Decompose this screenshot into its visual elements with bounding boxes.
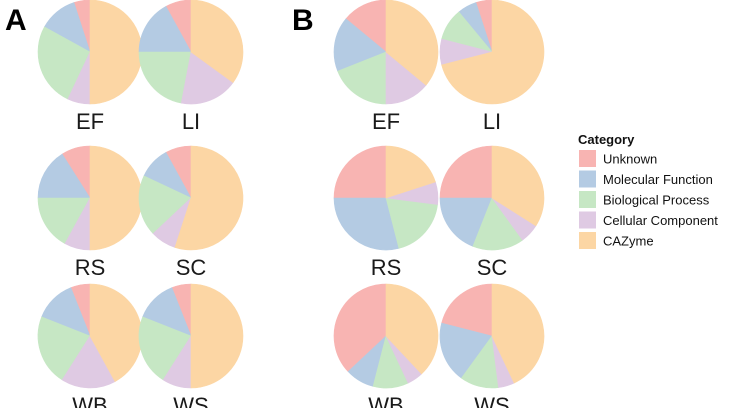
legend-label: Cellular Component <box>603 213 718 228</box>
slice-cazyme <box>190 0 244 83</box>
slice-cazyme <box>89 0 143 105</box>
legend-label: Molecular Function <box>603 172 713 187</box>
pie-a-li: LI <box>138 0 244 134</box>
pie-label: RS <box>75 255 106 280</box>
slice-molecular-function <box>439 322 493 379</box>
pie-label: WS <box>173 393 208 408</box>
slice-cazyme <box>190 283 244 389</box>
pie-label: SC <box>176 255 207 280</box>
pie-label: LI <box>483 109 501 134</box>
pie-a-ef: EF <box>37 0 143 134</box>
slice-molecular-function <box>333 18 387 72</box>
pie-a-rs: RS <box>37 145 143 280</box>
slice-biological-process <box>337 51 387 105</box>
slice-biological-process <box>138 51 192 104</box>
slice-biological-process <box>472 197 523 251</box>
legend-label: Unknown <box>603 152 657 167</box>
legend-swatch <box>579 170 596 188</box>
pie-label: WB <box>368 393 403 408</box>
slice-biological-process <box>37 197 91 244</box>
slice-molecular-function <box>138 6 192 53</box>
pie-label: EF <box>372 109 400 134</box>
slice-cazyme <box>89 145 143 251</box>
slice-unknown <box>441 283 493 337</box>
pie-a-ws: WS <box>138 283 244 408</box>
pie-label: WS <box>474 393 509 408</box>
pie-a-wb: WB <box>37 283 143 408</box>
slice-cazyme <box>385 145 436 199</box>
slice-cellular-component <box>180 51 234 105</box>
slice-cazyme <box>491 283 545 384</box>
pie-label: WB <box>72 393 107 408</box>
pie-b-li: LI <box>439 0 545 134</box>
slice-biological-process <box>37 316 91 381</box>
pie-label: SC <box>477 255 508 280</box>
legend-swatch <box>579 232 596 249</box>
slice-molecular-function <box>333 197 400 251</box>
slice-cazyme <box>174 145 244 251</box>
slice-molecular-function <box>439 197 493 247</box>
pie-label: RS <box>371 255 402 280</box>
slice-biological-process <box>37 26 91 100</box>
legend-swatch <box>579 211 596 229</box>
slice-unknown <box>333 145 387 199</box>
pie-label: EF <box>76 109 104 134</box>
pie-label: LI <box>182 109 200 134</box>
pie-b-ef: EF <box>333 0 439 134</box>
slice-cazyme <box>385 0 439 86</box>
pie-b-ws: WS <box>439 283 545 408</box>
legend-label: CAZyme <box>603 234 654 249</box>
slice-unknown <box>333 283 387 373</box>
slice-biological-process <box>385 197 438 249</box>
slice-biological-process <box>138 316 192 381</box>
slice-cazyme <box>441 0 545 105</box>
slice-biological-process <box>138 175 192 235</box>
slice-cellular-component <box>61 335 116 389</box>
legend-swatch <box>579 191 596 208</box>
slice-molecular-function <box>37 153 91 199</box>
slice-unknown <box>439 145 493 199</box>
legend-label: Biological Process <box>603 193 710 208</box>
slice-cazyme <box>385 283 439 375</box>
legend-swatch <box>579 150 596 167</box>
pie-a-sc: SC <box>138 145 244 280</box>
slice-cazyme <box>491 145 545 227</box>
pie-b-wb: WB <box>333 283 439 408</box>
legend-title: Category <box>578 132 635 147</box>
pie-charts: EF LI RS SC WB WS EF LI RS SC WB WS <box>37 0 545 408</box>
pie-b-sc: SC <box>439 145 545 280</box>
panel-label-a: A <box>5 4 27 37</box>
panel-label-b: B <box>292 4 314 37</box>
pie-b-rs: RS <box>333 145 439 280</box>
